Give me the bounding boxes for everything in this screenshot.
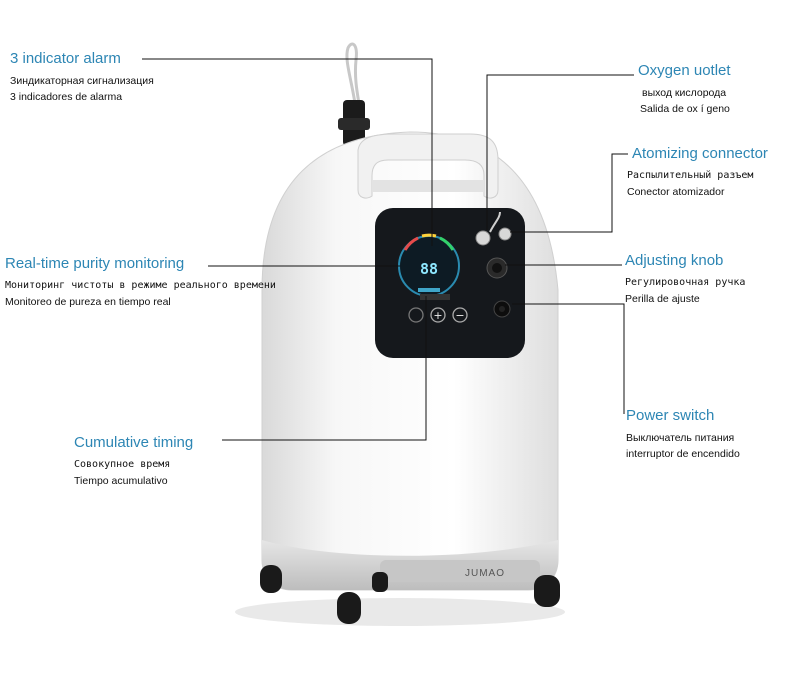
callout-title: Adjusting knob (625, 252, 724, 269)
callout-ru: Мониторинг чистоты в режиме реального вр… (5, 280, 276, 291)
timer-readout (420, 294, 450, 300)
callout-es: interruptor de encendido (626, 448, 740, 460)
callout-ru: выход кислорода (642, 87, 727, 99)
mode-button[interactable] (408, 307, 424, 323)
callout-ru: Регулировочная ручка (625, 277, 746, 288)
callout-indicator-alarm: 3 indicator alarm Зиндикаторная сигнализ… (10, 50, 154, 105)
callout-cumulative-timing: Cumulative timing Совокупное время Tiemp… (74, 434, 193, 489)
svg-text:+: + (433, 309, 442, 322)
callout-ru: Совокупное время (74, 459, 171, 470)
callout-es: Conector atomizador (627, 186, 725, 198)
oxygen-outlet-port[interactable] (475, 230, 491, 246)
callout-ru: Зиндикаторная сигнализация (10, 75, 154, 87)
callout-es: Monitoreo de pureza en tiempo real (5, 296, 171, 308)
leader-lines (142, 58, 634, 441)
callout-ru: Распылительный разъем (627, 170, 754, 181)
purity-readout: 88 (419, 260, 439, 278)
atomizing-port[interactable] (498, 227, 512, 241)
callout-title: Real-time purity monitoring (5, 255, 185, 272)
callout-title: Oxygen uotlet (638, 62, 731, 79)
plus-button[interactable] (430, 307, 446, 323)
callout-adjusting-knob: Adjusting knob Регулировочная ручка Peri… (625, 252, 745, 307)
callout-es: Perilla de ajuste (625, 293, 700, 305)
minus-button[interactable] (452, 307, 468, 323)
device-body (261, 131, 559, 591)
callout-es: Salida de ox í geno (640, 103, 730, 115)
callout-title: Atomizing connector (632, 145, 768, 162)
callout-ru: Выключатель питания (626, 432, 735, 444)
svg-text:−: − (455, 309, 464, 322)
brand-logo: JUMAO (465, 568, 505, 579)
caster-wheels (260, 565, 560, 624)
callout-title: Power switch (626, 407, 715, 424)
callout-title: 3 indicator alarm (10, 50, 121, 67)
callout-es: Tiempo acumulativo (74, 475, 168, 487)
callout-title: Cumulative timing (74, 434, 194, 451)
callout-atomizing-connector: Atomizing connector Распылительный разъе… (627, 145, 768, 200)
callout-purity-monitoring: Real-time purity monitoring Мониторинг ч… (5, 255, 276, 310)
carry-handle (357, 133, 499, 199)
callout-es: 3 indicadores de alarma (10, 91, 123, 103)
callout-oxygen-outlet: Oxygen uotlet выход кислорода Salida de … (638, 62, 731, 117)
oxygen-tube (345, 42, 362, 111)
callout-power-switch: Power switch Выключатель питания interru… (626, 407, 740, 462)
